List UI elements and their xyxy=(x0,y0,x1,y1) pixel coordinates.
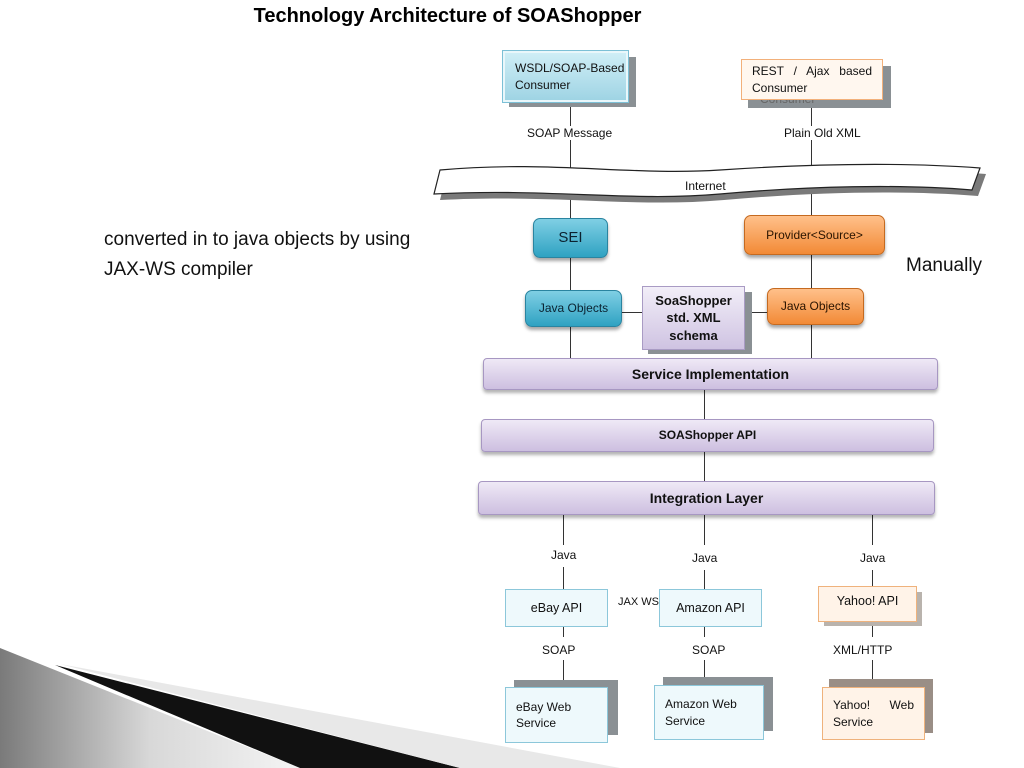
soap-label-ebay: SOAP xyxy=(542,643,576,657)
amazon-ws-label: Amazon Web Service xyxy=(665,697,737,728)
wsdl-consumer-label: WSDL/SOAP-Based Consumer xyxy=(515,61,625,92)
xml-http-label: XML/HTTP xyxy=(833,643,893,657)
note-jaxws-line2: JAX-WS compiler xyxy=(104,259,253,280)
java-objects-right-node: Java Objects xyxy=(767,288,864,325)
connector-int-ebay-top xyxy=(563,515,564,545)
rest-consumer-box: REST / Ajax based Consumer xyxy=(741,59,883,100)
wsdl-consumer-box: WSDL/SOAP-Based Consumer xyxy=(503,51,628,102)
amazon-ws-node: Amazon Web Service xyxy=(654,685,764,740)
schema-label: SoaShopper std. XML schema xyxy=(655,292,732,343)
amazon-api-label: Amazon API xyxy=(676,600,745,615)
amazon-api-node: Amazon API xyxy=(659,589,762,627)
schema-node: SoaShopper std. XML schema xyxy=(642,286,745,350)
connector-amazon-soap-bot xyxy=(704,660,705,685)
connector-int-yahoo-top xyxy=(872,515,873,545)
connector-int-amazon-top xyxy=(704,515,705,545)
connector-ebay-soap-bot xyxy=(563,660,564,687)
yahoo-api-node: Yahoo! API xyxy=(818,586,917,622)
connector-impl-api xyxy=(704,390,705,420)
decorative-wedge xyxy=(0,648,620,768)
integration-layer-label: Integration Layer xyxy=(649,489,764,506)
java-objects-left-node: Java Objects xyxy=(525,290,622,327)
connector-int-yahoo-bot xyxy=(872,570,873,587)
yahoo-api-label: Yahoo! API xyxy=(836,594,899,608)
integration-layer: Integration Layer xyxy=(478,481,935,515)
service-implementation-label: Service Implementation xyxy=(631,365,790,382)
provider-label: Provider<Source> xyxy=(766,227,863,242)
java-objects-left-label: Java Objects xyxy=(538,301,609,316)
note-jaxws-line1: converted in to java objects by using xyxy=(104,229,411,250)
soap-message-label: SOAP Message xyxy=(527,126,613,140)
ebay-ws-label: eBay Web Service xyxy=(516,699,572,730)
soashopper-api-label: SOAShopper API xyxy=(658,428,757,443)
plain-old-xml-label: Plain Old XML xyxy=(784,126,861,140)
jax-ws-label: JAX WS xyxy=(618,596,659,608)
service-implementation-layer: Service Implementation xyxy=(483,358,938,390)
connector-api-integration xyxy=(704,452,705,482)
connector-yahoo-xml-top xyxy=(872,625,873,637)
ebay-ws-node: eBay Web Service xyxy=(505,687,608,743)
connector-yahoo-xml-bot xyxy=(872,660,873,687)
soashopper-api-layer: SOAShopper API xyxy=(481,419,934,452)
provider-node: Provider<Source> xyxy=(744,215,885,255)
connector-schema-right xyxy=(748,312,768,313)
connector-schema-left xyxy=(622,312,642,313)
internet-band xyxy=(433,163,986,203)
connector-amazon-soap-top xyxy=(704,627,705,637)
note-manually: Manually xyxy=(906,255,983,276)
connector-int-ebay-bot xyxy=(563,567,564,589)
yahoo-ws-node: Yahoo! Web Service xyxy=(822,687,925,740)
ebay-api-label: eBay API xyxy=(530,600,583,615)
ebay-api-node: eBay API xyxy=(505,589,608,627)
rest-consumer-label: REST / Ajax based Consumer xyxy=(752,64,872,95)
internet-label: Internet xyxy=(685,179,726,193)
sei-label: SEI xyxy=(558,228,583,246)
java-label-amazon: Java xyxy=(692,551,718,565)
sei-node: SEI xyxy=(533,218,608,258)
yahoo-ws-label: Yahoo! Web Service xyxy=(833,698,914,729)
java-objects-right-label: Java Objects xyxy=(780,299,851,314)
java-label-ebay: Java xyxy=(551,548,577,562)
java-label-yahoo: Java xyxy=(860,551,886,565)
soap-label-amazon: SOAP xyxy=(692,643,726,657)
connector-ebay-soap-top xyxy=(563,627,564,637)
connector-int-amazon-bot xyxy=(704,570,705,589)
page-title: Technology Architecture of SOAShopper xyxy=(253,5,642,27)
